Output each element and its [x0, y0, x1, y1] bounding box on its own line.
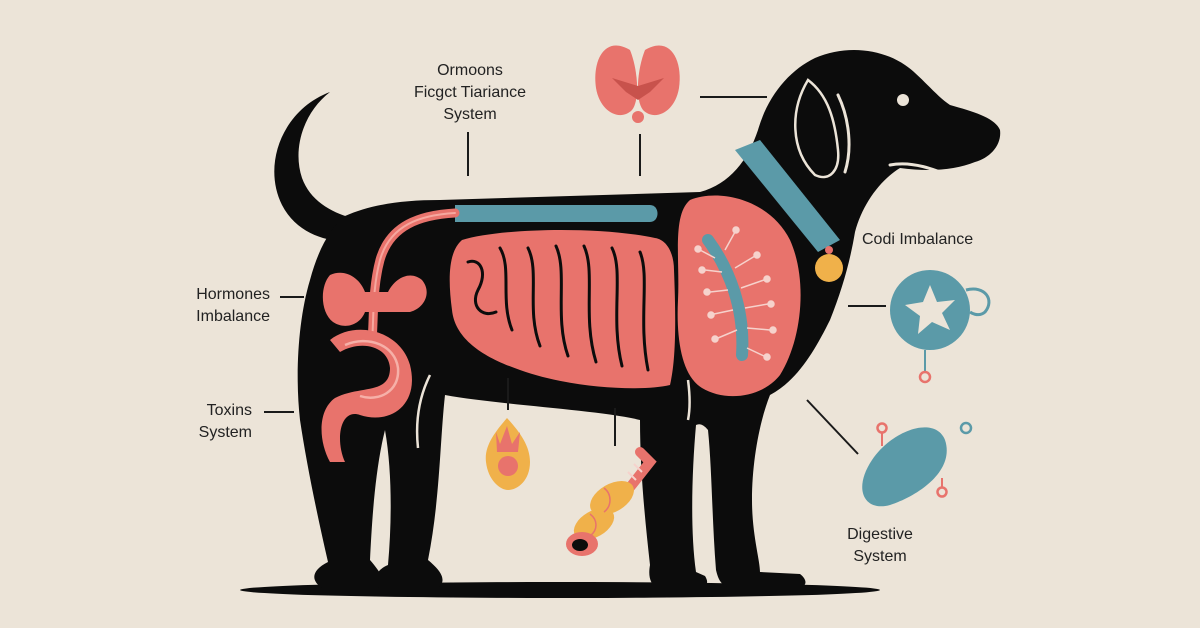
label-codi-imbalance: Codi Imbalance	[862, 231, 974, 248]
intestine-segment-icon	[566, 447, 657, 556]
dog-collar	[735, 140, 840, 252]
cell-star-icon	[890, 270, 991, 384]
intestine-folds	[466, 244, 650, 372]
label-hormones-line-2: Imbalance	[196, 308, 270, 325]
heart-vessel	[702, 234, 749, 361]
label-toxins-system: Toxins System	[150, 400, 252, 444]
lower-intestine	[321, 329, 412, 462]
hip-organ	[322, 272, 427, 326]
label-digestive-line-1: Digestive	[847, 526, 913, 543]
label-digestive-system: Digestive System	[820, 524, 940, 568]
label-hormones-line-1: Hormones	[196, 286, 270, 303]
label-toxins-line-2: System	[198, 424, 252, 441]
ear-fold-line	[836, 93, 851, 174]
label-top-system: Ormoons Ficgct Tiariance System	[390, 60, 550, 126]
label-top-line-2: Ficgct Tiariance	[413, 84, 527, 101]
connector-lines	[264, 96, 886, 455]
collar-tag	[815, 254, 843, 282]
dog-eye	[897, 94, 909, 106]
label-top-line-1: Ormoons	[437, 62, 503, 79]
dog-ear	[794, 78, 840, 179]
stomach-icon	[862, 421, 973, 507]
label-top-line-3: System	[443, 106, 497, 123]
lungs-icon	[595, 45, 680, 123]
heart-dots	[694, 226, 777, 361]
flame-icon	[485, 418, 530, 490]
label-hormones-imbalance: Hormones Imbalance	[150, 284, 270, 328]
label-toxins-line-1: Toxins	[206, 402, 252, 419]
mouth-line	[888, 162, 962, 182]
dog-tail	[274, 92, 352, 242]
label-digestive-line-2: System	[853, 548, 907, 565]
spine-organ	[455, 205, 658, 222]
